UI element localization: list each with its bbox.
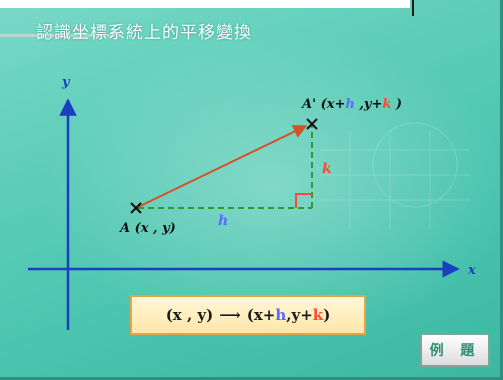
formula-right-mid: ,y+: [286, 306, 313, 324]
formula-right-suffix: ): [323, 306, 331, 324]
translation-vector: [135, 125, 308, 209]
background-grid: [320, 122, 470, 230]
h-label: h: [218, 213, 228, 229]
x-axis-label: x: [467, 263, 476, 278]
point-a-prime-label: A' (x+h ,y+k ): [300, 97, 402, 112]
formula-left: (x , y): [165, 306, 214, 324]
slide-title: 認識坐標系統上的平移變換: [36, 23, 252, 43]
title-underline: [0, 34, 120, 37]
translation-formula: (x , y) ⟶ (x+h ,y+k): [130, 295, 366, 335]
top-right-tick: [412, 0, 414, 16]
formula-arrow: ⟶: [219, 306, 241, 324]
y-axis-label: y: [61, 75, 71, 90]
top-border: [0, 0, 410, 8]
example-button[interactable]: 例 題: [420, 333, 490, 367]
point-a-prime-marker: [306, 118, 318, 130]
point-a-label: A (x , y): [118, 221, 176, 236]
formula-k: k: [312, 306, 324, 324]
k-label: k: [322, 161, 332, 177]
formula-h: h: [275, 306, 287, 324]
formula-right-prefix: (x+: [246, 306, 276, 324]
point-a-marker: [130, 202, 142, 214]
right-angle-mark: [295, 193, 312, 208]
